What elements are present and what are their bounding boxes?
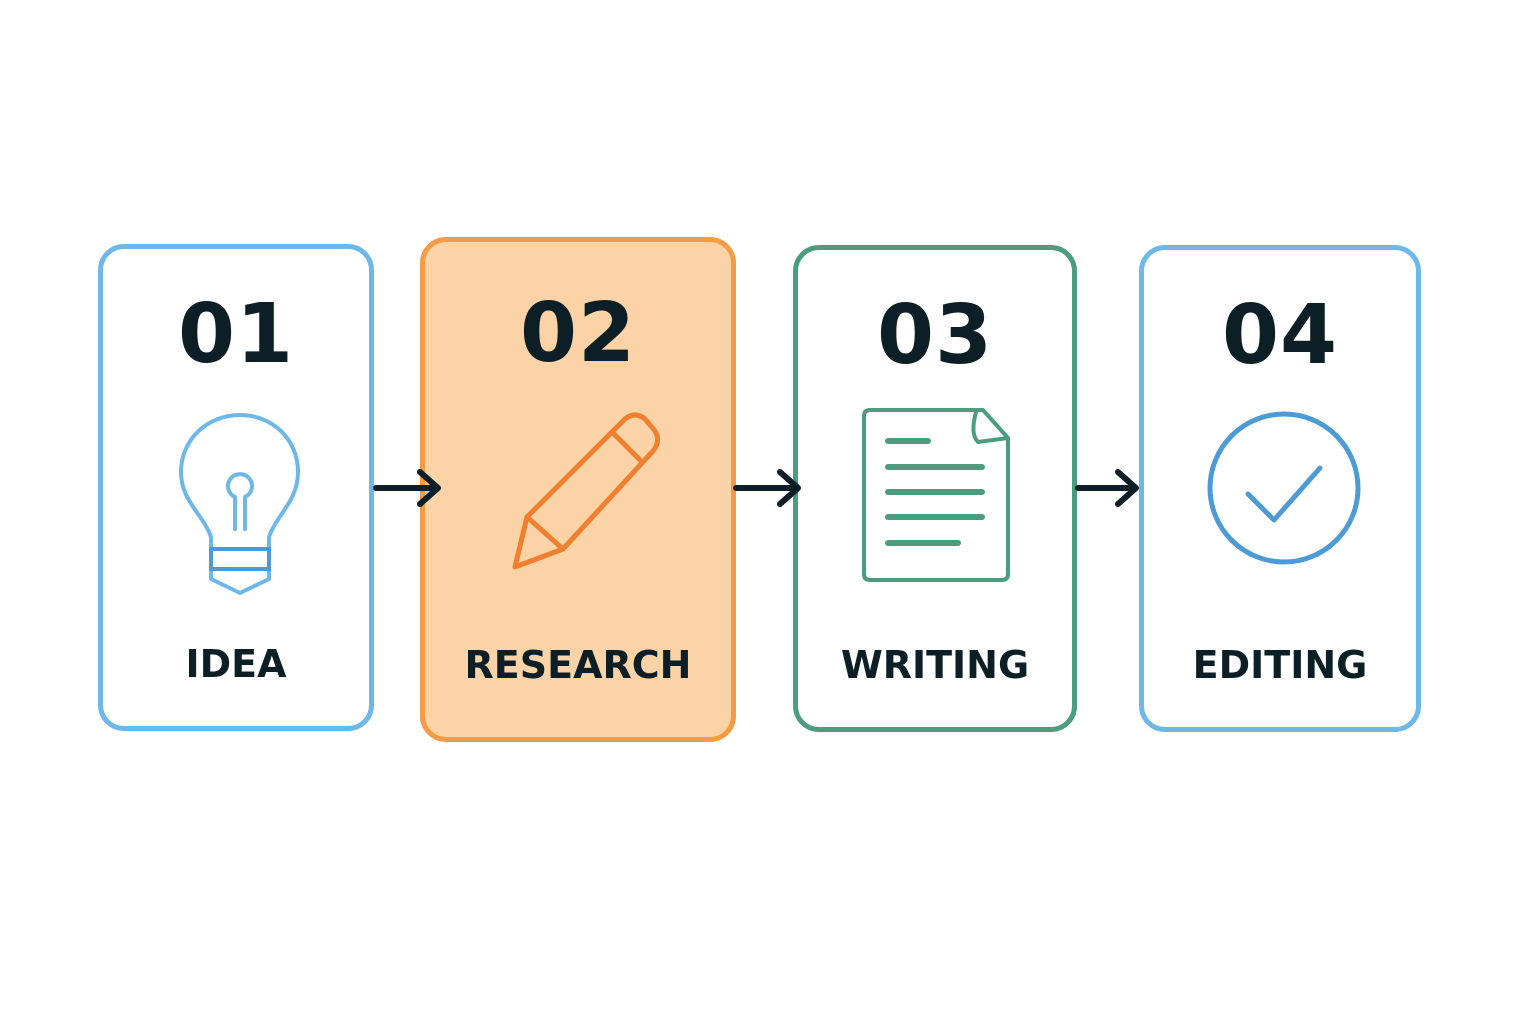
step-card-idea: 01 IDEA xyxy=(98,244,374,731)
pencil-icon xyxy=(512,412,661,570)
step-card-writing: 03 WRITING xyxy=(793,245,1077,732)
step-card-editing: 04 EDITING xyxy=(1139,245,1421,732)
step-label: EDITING xyxy=(1192,643,1368,687)
lightbulb-icon xyxy=(179,413,300,595)
step-label: IDEA xyxy=(185,642,287,686)
step-label: WRITING xyxy=(840,643,1030,687)
step-number: 02 xyxy=(519,286,637,381)
arrow-right-icon xyxy=(733,469,801,507)
step-label: RESEARCH xyxy=(464,643,692,687)
step-card-research: 02 RESEARCH xyxy=(420,237,736,742)
step-number: 03 xyxy=(876,288,994,383)
arrow-right-icon xyxy=(373,469,441,507)
step-number: 01 xyxy=(177,287,295,382)
document-icon xyxy=(862,408,1010,582)
step-number: 04 xyxy=(1221,288,1339,383)
arrow-right-icon xyxy=(1075,469,1139,507)
check-circle-icon xyxy=(1207,411,1361,565)
